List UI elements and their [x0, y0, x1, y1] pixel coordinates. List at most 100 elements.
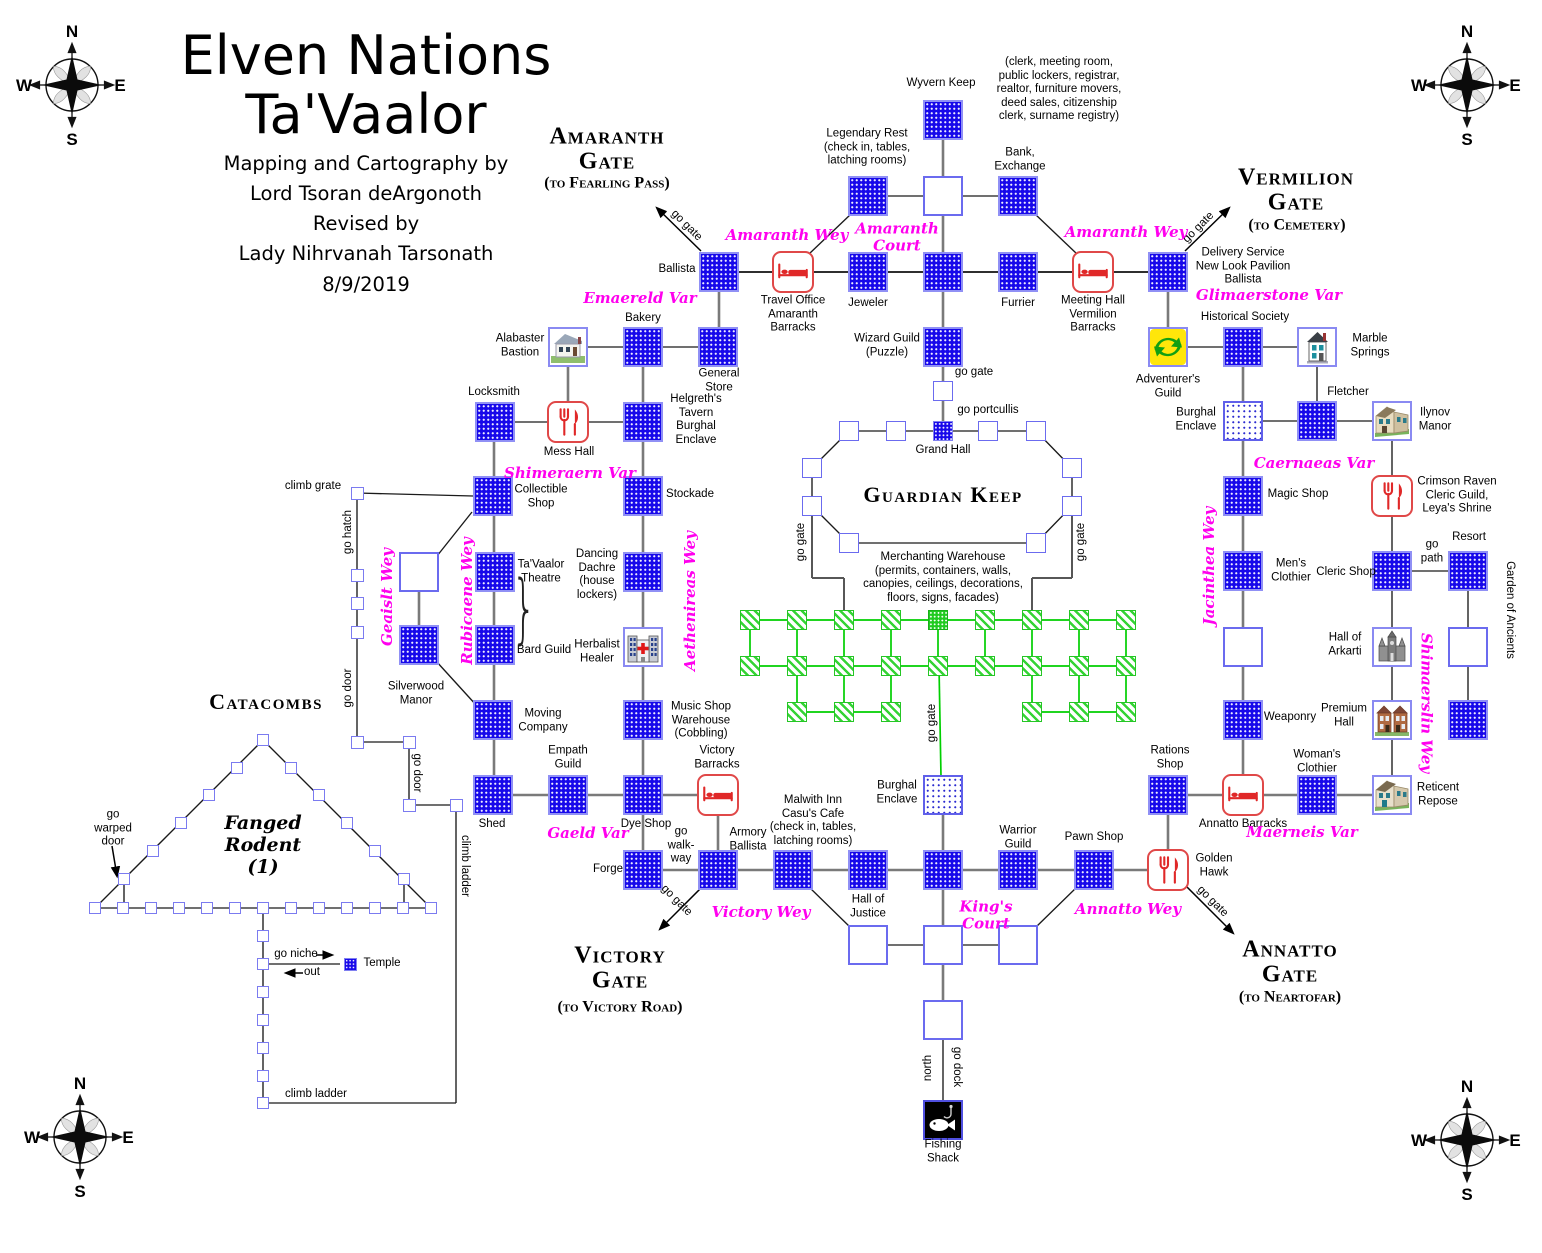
warehouse-2-4 — [881, 656, 901, 676]
label-amaranth-wey: Amaranth Wey — [1064, 222, 1188, 241]
label-to-neartofar: (to Neartofar) — [1238, 988, 1342, 1006]
cat-b12 — [397, 902, 409, 914]
label-silverwood-manor: Silverwood Manor — [387, 680, 445, 706]
direction-arrow — [655, 206, 702, 252]
label-premium-hall: Premium Hall — [1320, 702, 1368, 728]
historical-society — [1223, 327, 1263, 367]
label-ta-vaalor-theatre: Ta'Vaalor Theatre — [517, 558, 565, 584]
svg-text:N: N — [74, 1074, 86, 1093]
cleric-shop — [1372, 551, 1412, 591]
label-helgreth-s-tavern-burghal-enclave: Helgreth's Tavern Burghal Enclave — [670, 392, 722, 446]
hospital-icon — [627, 635, 659, 663]
cat-r5 — [398, 873, 410, 885]
cat-b11 — [369, 902, 381, 914]
grate-node — [350, 486, 364, 500]
tall-house-icon — [1307, 332, 1328, 364]
victory-wey-east-2 — [923, 850, 963, 890]
svg-text:S: S — [74, 1182, 85, 1201]
bed-icon — [778, 263, 808, 279]
cat-c2 — [257, 958, 269, 970]
label-forge: Forge — [592, 863, 624, 876]
cat-r4 — [369, 845, 381, 857]
pawn-shop — [1074, 850, 1114, 890]
svg-text:S: S — [66, 130, 77, 149]
mess-hall — [547, 401, 589, 443]
rations-shop — [1148, 775, 1188, 815]
label-furrier: Furrier — [1001, 297, 1035, 310]
cat-c3 — [257, 986, 269, 998]
hatch-node-1 — [350, 568, 364, 582]
direction-arrow — [1186, 886, 1235, 935]
door-node-1 — [350, 735, 364, 749]
warehouse-3-7 — [1069, 702, 1089, 722]
cat-l3 — [175, 817, 187, 829]
cathedral-icon — [1378, 630, 1406, 662]
label-travel-office-amaranth-barracks: Travel Office Amaranth Barracks — [760, 294, 826, 334]
label-go-portcullis: go portcullis — [957, 404, 1019, 417]
silverwood-manor — [399, 625, 439, 665]
cat-apex — [257, 734, 269, 746]
svg-text:N: N — [66, 22, 78, 41]
fork-knife-icon — [1159, 856, 1179, 884]
warehouse-3-2 — [787, 702, 807, 722]
victory-barracks — [697, 774, 739, 816]
grand-hall — [933, 421, 953, 441]
cat-c7 — [257, 1097, 269, 1109]
keep-node-8 — [1062, 496, 1082, 516]
cat-l5 — [118, 873, 130, 885]
helgreths-tavern-burghal-enclave — [623, 402, 663, 442]
label-pawn-shop: Pawn Shop — [1064, 831, 1124, 844]
svg-text:W: W — [1411, 76, 1428, 95]
warehouse-2-1 — [740, 656, 760, 676]
label-burghal-enclave: Burghal Enclave — [876, 779, 918, 805]
label-go-niche: go niche — [274, 948, 318, 961]
svg-text:E: E — [1509, 1131, 1520, 1150]
ilynov-manor — [1372, 401, 1412, 441]
warehouse-2-5 — [928, 656, 948, 676]
label-adventurer-s-guild: Adventurer's Guild — [1135, 373, 1201, 399]
cat-b7 — [257, 902, 269, 914]
svg-text:N: N — [1461, 1077, 1473, 1096]
warehouse-3-4 — [881, 702, 901, 722]
garden-node-north — [1448, 627, 1488, 667]
bard-guild — [475, 625, 515, 665]
label-delivery-service-new-look-pavilion-balli: Delivery Service New Look Pavilion Balli… — [1195, 246, 1291, 286]
svg-text:E: E — [1509, 76, 1520, 95]
map-title-block: Elven Nations Ta'Vaalor Mapping and Cart… — [140, 26, 592, 300]
fletcher — [1297, 401, 1337, 441]
label-wizard-guild-puzzle: Wizard Guild (Puzzle) — [854, 332, 920, 358]
label-emaereld-var: Emaereld Var — [583, 288, 697, 307]
house-icon — [551, 334, 585, 363]
road-segment — [807, 885, 852, 929]
label-vermilion-gate: Vermilion Gate — [1237, 164, 1355, 216]
crimson-raven-cleric-guild — [1371, 475, 1413, 517]
label-go-gate: go gate — [954, 366, 994, 379]
womans-clothier — [1297, 775, 1337, 815]
general-store — [698, 327, 738, 367]
svg-text:W: W — [16, 76, 33, 95]
label-ilynov-manor: Ilynov Manor — [1418, 406, 1452, 432]
label-malwith-inn-casu-s-cafe-check-in-tables-: Malwith Inn Casu's Cafe (check in, table… — [769, 793, 857, 847]
svg-text:S: S — [1461, 1185, 1472, 1204]
svg-text:E: E — [114, 76, 125, 95]
label-gaeld-var: Gaeld Var — [547, 823, 629, 842]
keep-node-7 — [802, 496, 822, 516]
keep-node-9 — [839, 533, 859, 553]
label-go-door: go door — [342, 668, 355, 708]
label-hall-of-arkarti: Hall of Arkarti — [1328, 631, 1362, 657]
furrier — [998, 252, 1038, 292]
label-bank-exchange: Bank, Exchange — [994, 146, 1046, 172]
svg-text:N: N — [1461, 22, 1473, 41]
legendary-rest — [848, 176, 888, 216]
label-north: north — [922, 1054, 935, 1082]
label-to-victory-road: (to Victory Road) — [557, 998, 683, 1016]
cat-c4 — [257, 1014, 269, 1026]
manor-icon — [1375, 780, 1409, 811]
label-rubicaene-wey: Rubicaene Wey — [457, 537, 476, 665]
garden-node-south — [1448, 700, 1488, 740]
fishing-shack — [923, 1100, 963, 1140]
amaranth-court-south — [923, 252, 963, 292]
ladder-node — [449, 798, 463, 812]
